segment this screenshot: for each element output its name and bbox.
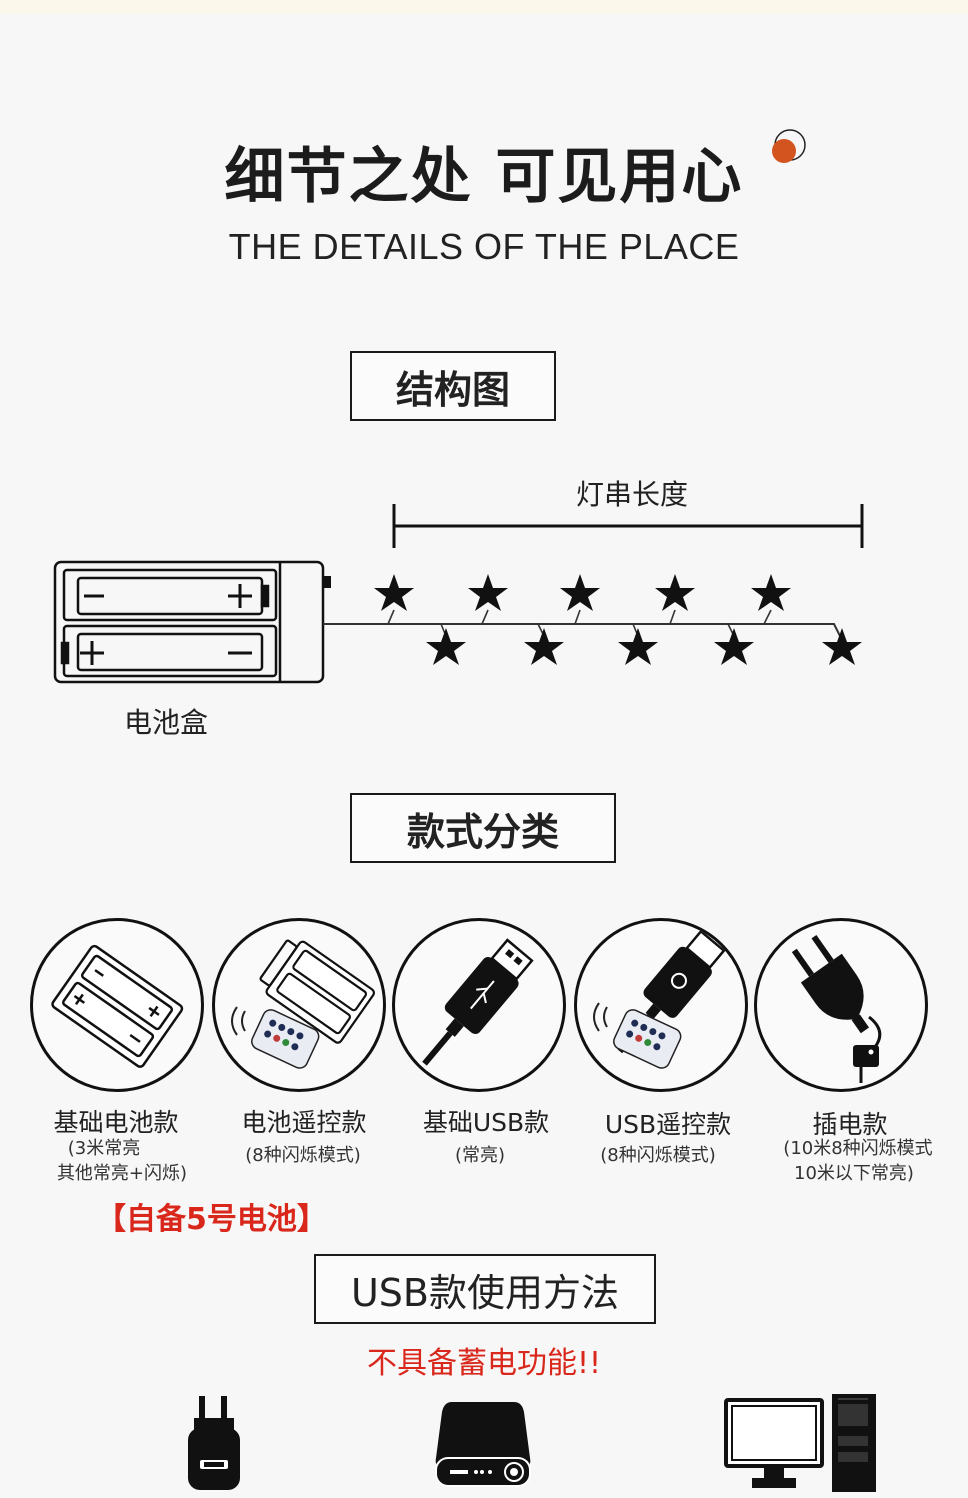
- category-name: 基础电池款: [53, 1108, 179, 1137]
- star-light: [714, 628, 754, 665]
- star-light: [618, 628, 658, 665]
- power-bank-icon: [435, 1402, 531, 1487]
- category-desc: (8种闪烁模式): [245, 1145, 361, 1166]
- styles-heading: 款式分类: [350, 793, 616, 863]
- battery-box: [53, 560, 325, 684]
- usb-remote-icon: [574, 918, 748, 1092]
- category-name: USB遥控款: [604, 1110, 732, 1139]
- category-name: 基础USB款: [422, 1108, 550, 1137]
- category-desc: (8种闪烁模式): [600, 1145, 716, 1166]
- page-title: 细节之处 可见用心: [224, 142, 744, 212]
- category-desc: (3米常亮: [67, 1138, 141, 1159]
- star-light: [751, 574, 791, 611]
- no-storage-warning: 不具备蓄电功能!!: [366, 1346, 602, 1381]
- battery-holder-icon: [30, 918, 204, 1092]
- battery-note: 【自备5号电池】: [96, 1202, 327, 1237]
- structure-diagram: [53, 504, 864, 684]
- star-light: [524, 628, 564, 665]
- usb-plug-icon: [392, 918, 566, 1092]
- star-lights: [374, 574, 862, 665]
- length-bracket: [392, 504, 864, 548]
- computer-icon: [724, 1394, 876, 1492]
- category-desc: 10米以下常亮): [794, 1163, 914, 1184]
- length-label: 灯串长度: [576, 478, 689, 511]
- star-light: [560, 574, 600, 611]
- accent-dot-icon: [772, 129, 806, 163]
- battery-box-label: 电池盒: [124, 706, 209, 739]
- category-desc: 其他常亮+闪烁): [56, 1163, 188, 1184]
- star-light: [426, 628, 466, 665]
- wall-charger-icon: [188, 1396, 240, 1490]
- star-light: [822, 628, 862, 665]
- usb-usage-heading: USB款使用方法: [314, 1254, 656, 1324]
- top-strip: [0, 0, 968, 14]
- star-light: [468, 574, 508, 611]
- star-light: [374, 574, 414, 611]
- category-name: 电池遥控款: [241, 1108, 367, 1137]
- category-name: 插电款: [812, 1110, 888, 1139]
- battery-remote-icon: [212, 918, 386, 1092]
- page-subtitle: THE DETAILS OF THE PLACE: [228, 226, 740, 267]
- structure-heading: 结构图: [350, 351, 556, 421]
- star-light: [655, 574, 695, 611]
- category-desc: (10米8种闪烁模式: [783, 1138, 933, 1159]
- power-plug-icon: [754, 918, 928, 1092]
- category-desc: (常亮): [454, 1145, 506, 1166]
